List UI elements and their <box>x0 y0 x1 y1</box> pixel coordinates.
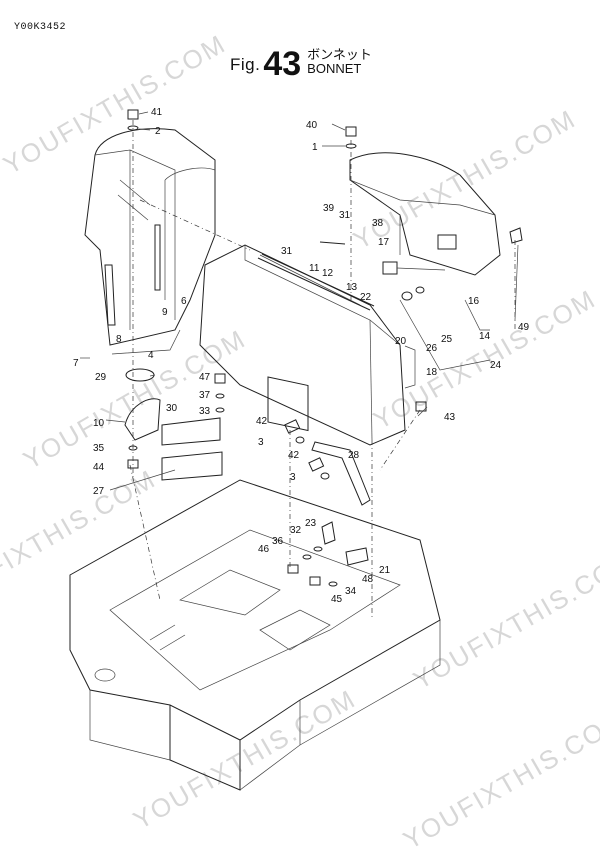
callout-label: 45 <box>331 594 343 605</box>
callout-label: 26 <box>426 343 438 354</box>
callout-label: 35 <box>93 443 105 454</box>
callout-label: 3 <box>258 437 264 448</box>
callout-label: 7 <box>73 358 79 369</box>
callout-label: 20 <box>395 336 407 347</box>
callout-label: 14 <box>479 331 491 342</box>
callout-label: 17 <box>378 237 390 248</box>
callout-label: 41 <box>151 107 163 118</box>
callout-label: 42 <box>256 416 268 427</box>
callout-label: 6 <box>181 296 187 307</box>
callout-label: 28 <box>348 450 360 461</box>
callout-label: 11 <box>309 263 320 274</box>
watermark: YOUFIXTHIS.COM <box>348 103 581 255</box>
figure-names: ボンネット BONNET <box>307 48 372 76</box>
callout-label: 29 <box>95 372 107 383</box>
callout-label: 31 <box>339 210 351 221</box>
callout-label: 37 <box>199 390 211 401</box>
callout-label: 9 <box>162 307 168 318</box>
callout-label: 48 <box>362 574 374 585</box>
figure-title: Fig. 43 ボンネット BONNET <box>230 45 372 83</box>
callout-label: 21 <box>379 565 391 576</box>
callout-label: 18 <box>426 367 438 378</box>
callout-label: 23 <box>305 518 317 529</box>
figure-number: 43 <box>263 45 302 83</box>
callout-label: 8 <box>116 334 122 345</box>
callout-label: 46 <box>258 544 270 555</box>
callout-label: 44 <box>93 462 105 473</box>
figure-name-jp: ボンネット <box>307 47 372 62</box>
callout-label: 34 <box>345 586 357 597</box>
figure-name-en: BONNET <box>307 61 362 76</box>
hood-cover <box>349 152 501 276</box>
callout-label: 3 <box>290 472 296 483</box>
callout-label: 42 <box>288 450 300 461</box>
watermark: YOUFIXTHIS.COM <box>408 543 600 695</box>
callout-label: 43 <box>444 412 456 423</box>
watermark: YOUFIXTHIS.COM <box>128 683 361 835</box>
callout-label: 39 <box>323 203 335 214</box>
callout-label: 30 <box>166 403 178 414</box>
callout-label: 40 <box>306 120 318 131</box>
callout-label: 31 <box>281 246 293 257</box>
leader-lines <box>80 111 519 491</box>
callout-label: 36 <box>272 536 284 547</box>
callout-label: 4 <box>148 350 154 361</box>
callout-label: 27 <box>93 486 105 497</box>
watermark: YOUFIXTHIS.COM <box>398 703 600 851</box>
callout-label: 2 <box>155 126 161 137</box>
watermark: YOUFIXTHIS.COM <box>0 463 161 615</box>
gas-spring <box>257 241 446 311</box>
side-cover <box>84 128 216 346</box>
callout-label: 32 <box>290 525 302 536</box>
watermark: YOUFIXTHIS.COM <box>0 28 231 180</box>
callout-label: 16 <box>468 296 480 307</box>
callout-label: 22 <box>360 292 372 303</box>
figure-prefix: Fig. <box>230 55 261 74</box>
watermark: YOUFIXTHIS.COM <box>368 283 600 435</box>
callout-label: 1 <box>312 142 318 153</box>
callout-label: 13 <box>346 282 358 293</box>
callout-label: 33 <box>199 406 211 417</box>
machine-frame <box>69 479 441 791</box>
callout-label: 10 <box>93 418 105 429</box>
callout-label: 47 <box>199 372 211 383</box>
callout-label: 25 <box>441 334 453 345</box>
callout-label: 49 <box>518 322 530 333</box>
document-code: Y00K3452 <box>14 22 67 33</box>
callout-label: 38 <box>372 218 384 229</box>
callout-label: 24 <box>490 360 502 371</box>
callouts: 41 2 40 1 39 31 38 17 31 11 12 13 22 16 … <box>73 107 530 605</box>
callout-label: 12 <box>322 268 334 279</box>
